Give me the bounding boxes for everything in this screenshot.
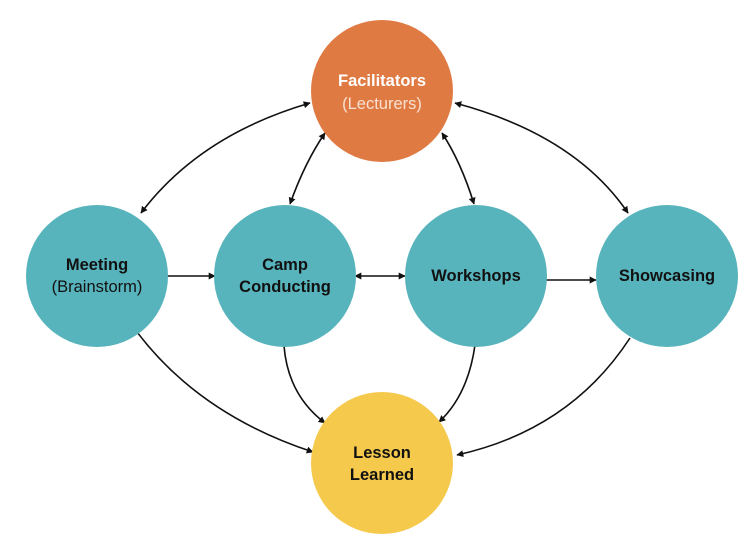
edge-facilitators-workshops (441, 132, 476, 205)
node-camp-conducting: Camp Conducting (214, 205, 356, 347)
node-lesson-learned: Lesson Learned (311, 392, 453, 534)
edge-facilitators-showcasing (454, 101, 629, 214)
node-meeting-subtitle: (Brainstorm) (52, 278, 143, 296)
node-showcasing-circle (596, 205, 738, 347)
node-workshops: Workshops (405, 205, 547, 347)
node-camp-line2: Conducting (239, 278, 331, 296)
node-lesson-line2: Learned (350, 466, 414, 484)
node-facilitators-circle (311, 20, 453, 162)
node-showcasing-title: Showcasing (619, 267, 715, 285)
node-workshops-title: Workshops (431, 267, 521, 285)
node-facilitators: Facilitators (Lecturers) (311, 20, 453, 162)
node-showcasing: Showcasing (596, 205, 738, 347)
edge-facilitators-camp (288, 132, 326, 205)
edge-meeting-lesson (136, 331, 314, 454)
node-workshops-circle (405, 205, 547, 347)
node-camp-circle (214, 205, 356, 347)
edge-facilitators-meeting (140, 101, 311, 214)
edge-camp-lesson (283, 345, 326, 424)
nodes-group: Facilitators (Lecturers) Meeting (Brains… (26, 20, 738, 534)
edge-workshops-lesson (438, 344, 476, 423)
node-meeting-circle (26, 205, 168, 347)
node-facilitators-subtitle: (Lecturers) (342, 95, 422, 113)
node-camp-line1: Camp (262, 256, 308, 274)
edges-group (136, 101, 631, 458)
node-meeting: Meeting (Brainstorm) (26, 205, 168, 347)
node-lesson-line1: Lesson (353, 444, 411, 462)
node-facilitators-title: Facilitators (338, 72, 426, 90)
node-meeting-title: Meeting (66, 256, 128, 274)
edge-showcasing-lesson (456, 337, 631, 458)
node-lesson-circle (311, 392, 453, 534)
